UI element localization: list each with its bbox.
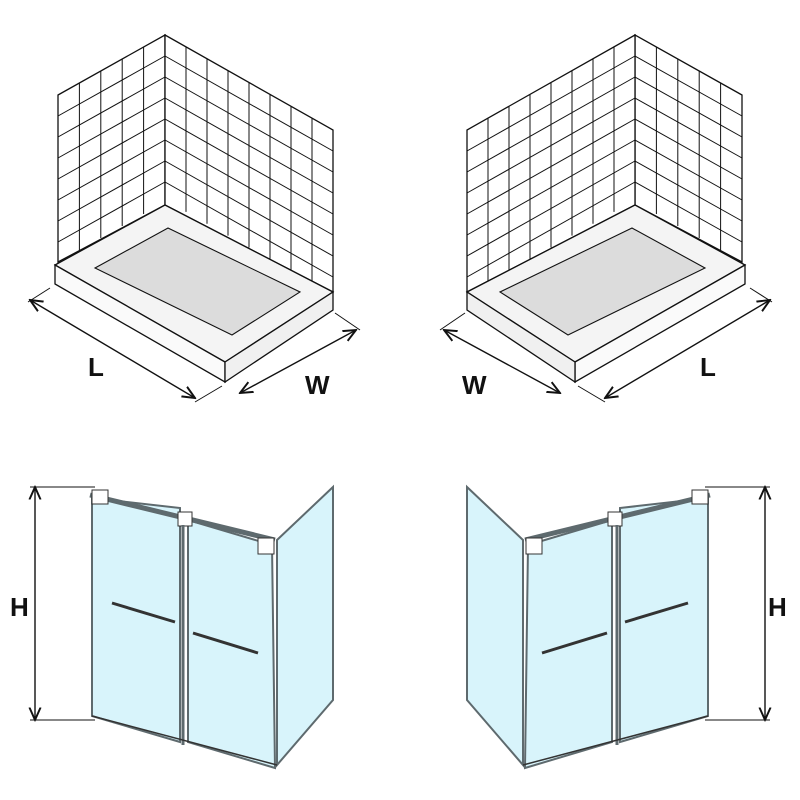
height-label: H xyxy=(768,592,787,622)
width-label: W xyxy=(462,370,487,400)
length-label: L xyxy=(88,352,104,382)
width-label: W xyxy=(305,370,330,400)
tub-left-view xyxy=(28,35,360,402)
shower-left-view xyxy=(30,487,333,768)
height-label: H xyxy=(10,592,29,622)
length-label: L xyxy=(700,352,716,382)
shower-right-view xyxy=(467,487,770,768)
tub-right-view xyxy=(440,35,772,402)
